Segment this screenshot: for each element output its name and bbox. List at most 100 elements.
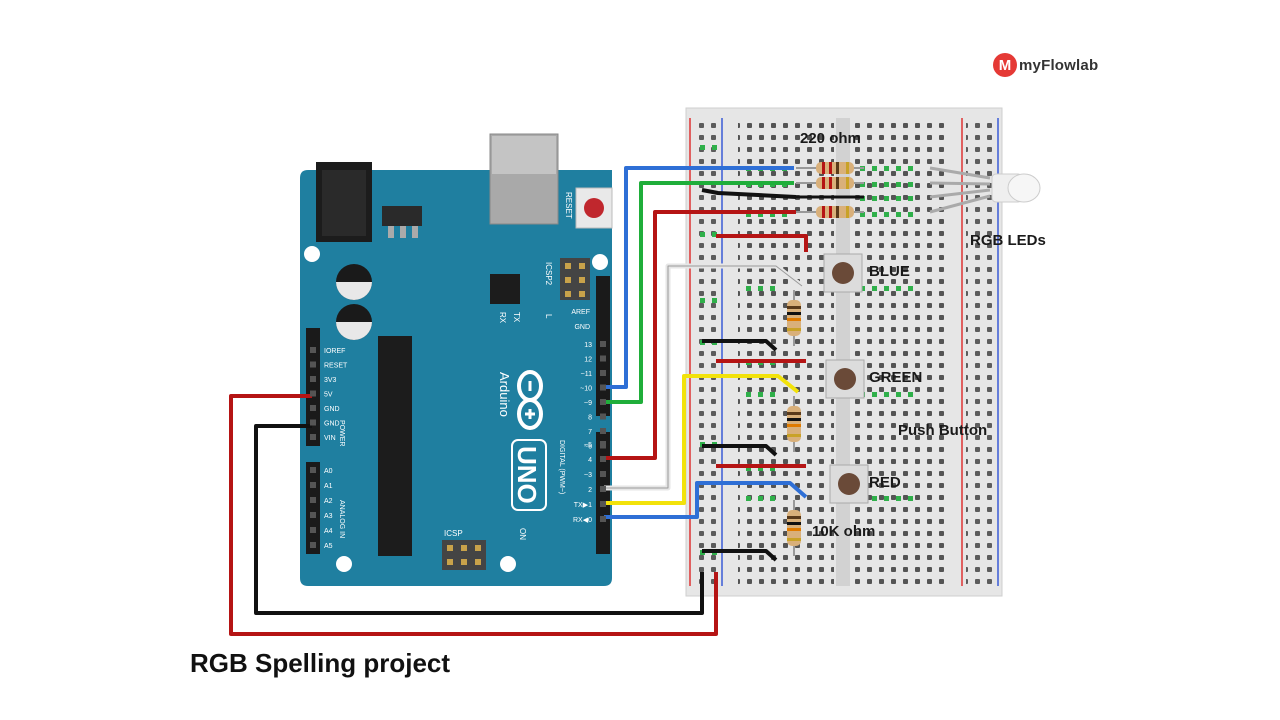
brand-logo: M myFlowlab: [993, 53, 1098, 77]
digital-pin: [600, 413, 606, 420]
digital-pin-label: 7: [588, 429, 592, 436]
power-pin-label: 5V: [324, 392, 333, 399]
pin-label-aref: AREF: [571, 309, 590, 316]
digital-pin-label: RX◀0: [573, 517, 592, 524]
power-pin: [310, 434, 316, 440]
digital-pin-label: 4: [588, 457, 592, 464]
digital-pin-label: 2: [588, 487, 592, 494]
wire-green-led: [604, 181, 794, 404]
digital-pin-label: 12: [584, 357, 592, 364]
on-label: ON: [518, 528, 527, 540]
label-blue-button: BLUE: [869, 263, 910, 280]
digital-pin: [600, 355, 606, 362]
digital-pin-label: 13: [584, 342, 592, 349]
digital-pin-label: ~3: [584, 472, 592, 479]
analog-pin-label: A3: [324, 513, 333, 520]
rx-label: RX: [498, 312, 507, 324]
brand-badge-icon: M: [993, 53, 1017, 77]
digital-pin-label: ~9: [584, 400, 592, 407]
brand-name: myFlowlab: [1019, 56, 1099, 74]
power-pin-label: IOREF: [324, 348, 345, 355]
reset-label: RESET: [564, 192, 573, 219]
digital-pin: [600, 486, 606, 492]
label-rgb-leds: RGB LEDs: [970, 232, 1046, 249]
wire-black-jumper: [702, 549, 778, 562]
icsp-label: ICSP: [444, 529, 463, 538]
analog-pin-label: A2: [324, 498, 333, 505]
digital-pin-label: ~11: [581, 371, 592, 378]
diagram-title: RGB Spelling project: [190, 648, 451, 678]
power-pin-label: GND: [324, 421, 340, 428]
analog-pin: [310, 542, 316, 548]
digital-pin-label: ~6: [584, 444, 592, 451]
power-pin: [310, 376, 316, 382]
wire-blue-button: [604, 481, 808, 519]
power-pin: [310, 361, 316, 368]
digital-pin: [600, 399, 606, 405]
wire-yellow-button: [604, 374, 800, 505]
tx-label: TX: [512, 312, 521, 323]
digital-pin: [600, 370, 606, 376]
analog-pin: [310, 497, 316, 503]
push-button-green: [825, 359, 865, 399]
power-pin: [310, 419, 316, 426]
resistor-220-ohm: [796, 162, 864, 218]
digital-pin: [600, 471, 606, 477]
analog-pin: [310, 467, 316, 473]
power-pin-label: 3V3: [324, 377, 337, 384]
digital-pin-label: ~10: [580, 386, 592, 393]
wire-gnd-power: [254, 424, 704, 615]
digital-header-bottom: [596, 432, 610, 554]
label-10k-ohm: 10K ohm: [812, 523, 876, 540]
power-header: [306, 328, 320, 446]
power-pin-label: VIN: [324, 435, 336, 442]
digital-pin-label: TX▶1: [574, 502, 592, 509]
analog-pin-label: A0: [324, 468, 333, 475]
wire-red-led: [604, 210, 796, 460]
wire-black-led-gnd: [701, 188, 797, 199]
resistor-10k-ohm: [787, 290, 801, 556]
power-pin: [310, 347, 316, 353]
power-pin-label: RESET: [324, 363, 348, 370]
digital-pin: [600, 341, 606, 347]
digital-pin: [600, 428, 606, 434]
analog-pin-label: A1: [324, 483, 333, 490]
analog-group-label: ANALOG IN: [338, 500, 345, 538]
wire-red-jumper: [716, 234, 808, 252]
label-green-button: GREEN: [869, 369, 923, 386]
analog-header: [306, 462, 320, 554]
label-220-ohm: 220 ohm: [800, 130, 861, 147]
label-push-button: Push Button: [898, 422, 988, 439]
digital-group-label: DIGITAL (PWM~): [558, 440, 565, 494]
push-button-blue: [823, 253, 863, 293]
analog-pin-label: A4: [324, 528, 333, 535]
digital-pin-label: ~5: [584, 442, 592, 449]
power-group-label: POWER: [338, 420, 345, 446]
analog-pin: [310, 512, 316, 518]
digital-pin: [600, 441, 606, 447]
digital-pin: [600, 456, 606, 462]
rgb-led: [929, 166, 1041, 214]
power-pin: [310, 405, 316, 411]
l-label: L: [544, 314, 553, 319]
wires: [229, 166, 808, 636]
power-pin-label: GND: [324, 406, 340, 413]
arduino-uno-board: AREF GND 1312~11~10~987~6~54~32TX▶1RX◀0 …: [300, 133, 613, 586]
pin-label-gnd: GND: [574, 324, 590, 331]
arduino-logo: [517, 370, 543, 430]
wire-5v-power: [229, 394, 718, 636]
digital-pin: [600, 501, 606, 507]
wire-black-jumper: [702, 444, 778, 457]
push-button-red: [829, 464, 869, 504]
icsp2-label: ICSP2: [544, 262, 553, 286]
analog-pin: [310, 482, 316, 488]
wire-blue-led: [604, 166, 794, 389]
wire-black-jumper: [702, 339, 778, 352]
analog-pin-label: A5: [324, 543, 333, 550]
arduino-wordmark: Arduino: [497, 372, 512, 417]
digital-pin: [600, 516, 606, 522]
analog-pin: [310, 527, 316, 533]
microcontroller-chip: [378, 336, 412, 556]
digital-pin: [600, 384, 606, 391]
